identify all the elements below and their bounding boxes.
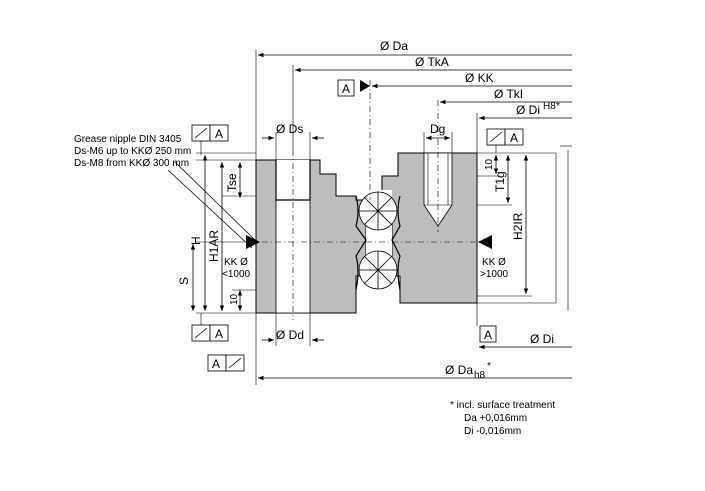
label-ds: Ø Ds (276, 122, 303, 136)
parallelism-right: A (486, 128, 524, 153)
label-kk: Ø KK (465, 71, 494, 85)
dimension-ds: Ø Ds (262, 122, 324, 160)
dimension-da: Ø Da (255, 39, 572, 160)
dimension-kk: Ø KK (360, 71, 572, 92)
datum-a-bottom-right: A (476, 303, 497, 343)
footnote: * incl. surface treatment Da +0,016mm Di… (450, 400, 555, 437)
datum-a-bottom-left: A (191, 313, 229, 342)
kk-left-line-2: <1000 (222, 269, 251, 280)
dimension-h: H (189, 155, 208, 311)
lower-ball (358, 250, 398, 290)
label-h: H (189, 236, 203, 245)
datum-a-top-label: A (342, 82, 350, 96)
dimension-di: Ø Di (479, 332, 572, 350)
dimension-h1ar: H1AR (207, 162, 225, 311)
label-ten-bottom: 10 (229, 293, 240, 305)
parallelism-bottom-datum: A (212, 357, 220, 371)
kk-right-line-2: >1000 (480, 269, 509, 280)
parallelism-top-left: A (191, 124, 229, 155)
label-ten-top: 10 (484, 158, 495, 170)
label-tse: Tse (225, 173, 239, 192)
outer-ring-section (255, 159, 367, 314)
datum-a-bottom-right-label: A (484, 328, 492, 342)
parallelism-top-left-datum: A (215, 127, 223, 141)
dimension-s: S (177, 244, 196, 311)
label-dg: Dg (430, 122, 445, 136)
dimension-t1g: T1g (493, 155, 511, 203)
upper-ball (358, 191, 398, 231)
parallelism-right-datum: A (510, 131, 518, 145)
label-di-h8: Ø Di (516, 103, 540, 117)
kk-marker-left: KK Ø <1000 (222, 235, 260, 280)
label-tka: Ø TkA (415, 55, 449, 69)
dimension-da-h8: Ø Da h8 * (255, 313, 572, 385)
label-da-h8-sub: h8 (474, 370, 486, 381)
kk-marker-right: KK Ø >1000 (478, 235, 509, 280)
label-dd: Ø Dd (276, 328, 304, 342)
label-di-h8-star: * (556, 101, 560, 112)
dimension-dd: Ø Dd (262, 313, 324, 346)
tapped-hole (423, 152, 453, 227)
dimension-di-h8: Ø Di H8 * (476, 101, 572, 153)
dimension-tse: Tse (225, 162, 243, 198)
label-di: Ø Di (530, 332, 554, 346)
grease-note-line-2: Ds-M6 up to KKØ 250 mm (74, 146, 191, 157)
label-h2ir: H2IR (511, 212, 525, 240)
footnote-line-1: * incl. surface treatment (450, 400, 555, 411)
grease-note-line-3: Ds-M8 from KKØ 300 mm (74, 158, 189, 169)
grease-note-line-1: Grease nipple DIN 3405 (74, 134, 182, 145)
label-di-h8-sup: H8 (543, 101, 556, 112)
right-extension-lines (477, 175, 532, 297)
parallelism-bottom: A (207, 354, 245, 372)
kk-right-line-1: KK Ø (482, 257, 506, 268)
dimension-tka: Ø TkA (292, 55, 572, 150)
label-s: S (177, 277, 191, 285)
dimension-tki: Ø TkI (440, 87, 572, 105)
datum-a-top: A (337, 79, 355, 97)
dimension-ten-top: 10 (484, 155, 499, 174)
label-da-h8-star: * (487, 361, 491, 372)
label-da: Ø Da (380, 39, 408, 53)
dimension-dg: Dg (423, 122, 453, 153)
dimension-h2ir: H2IR (511, 155, 529, 294)
label-t1g: T1g (493, 171, 507, 192)
grease-note: Grease nipple DIN 3405 Ds-M6 up to KKØ 2… (74, 134, 256, 249)
label-da-h8: Ø Da (445, 363, 473, 377)
kk-left-line-1: KK Ø (224, 257, 248, 268)
label-tki: Ø TkI (494, 87, 523, 101)
footnote-line-2: Da +0,016mm (464, 413, 527, 424)
dimension-ten-bottom: 10 (229, 290, 243, 311)
datum-a-bottom-left-label: A (215, 327, 223, 341)
footnote-line-3: Di -0,016mm (464, 426, 521, 437)
mounting-bore (275, 160, 311, 314)
label-h1ar: H1AR (207, 230, 221, 262)
raceway-outline (355, 195, 401, 291)
